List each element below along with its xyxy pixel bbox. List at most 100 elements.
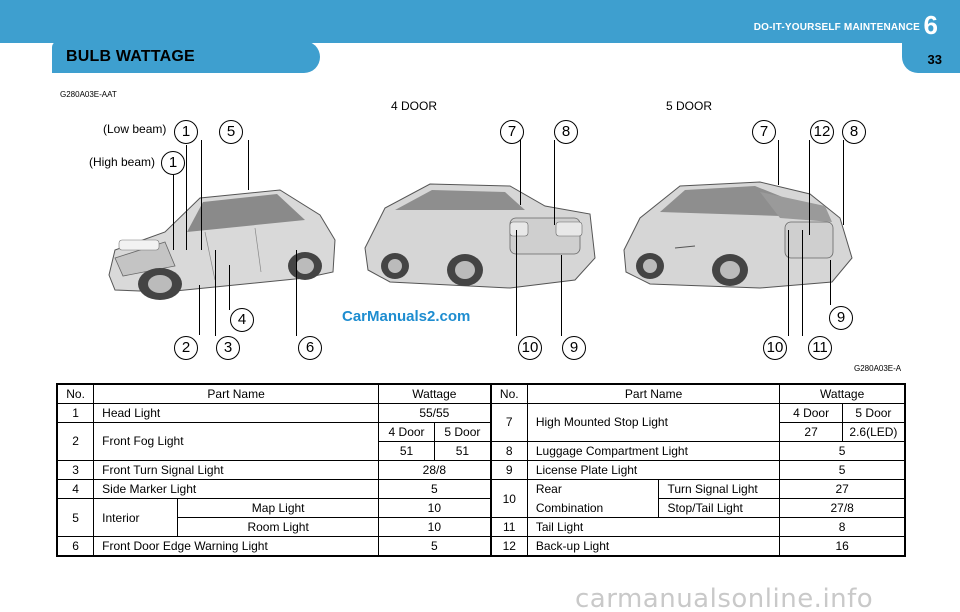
low-beam-label: (Low beam): [103, 122, 167, 136]
cell-wattage: 55/55: [377, 402, 492, 423]
callout-5: 5: [219, 120, 243, 144]
cell-wattage: 27/8: [779, 498, 906, 519]
cell-no: 12: [489, 536, 528, 557]
cell-part: Front Turn Signal Light: [93, 459, 379, 481]
callout-2: 2: [174, 336, 198, 360]
header-wattage: Wattage: [779, 383, 906, 404]
figure-code: G280A03E-A: [854, 364, 902, 373]
cell-wattage: 10: [377, 517, 492, 538]
cell-wattage: 10: [377, 498, 492, 519]
table-header-row: No. Part Name Wattage No. Part Name Watt…: [56, 383, 906, 404]
cell-sub-part: Map Light: [177, 498, 379, 519]
header-part: Part Name: [93, 383, 379, 404]
leader-line: [516, 230, 517, 336]
cell-wattage: 51: [377, 440, 436, 461]
table-row: 1 Head Light 55/55 7 High Mounted Stop L…: [56, 402, 906, 442]
cell-part: Front Door Edge Warning Light: [93, 536, 379, 557]
cell-part: Head Light: [93, 402, 379, 423]
table-row: 4 Side Marker Light 5 10 Rear Turn Signa…: [56, 479, 906, 519]
leader-line: [520, 140, 521, 205]
cell-no: 10: [489, 479, 528, 519]
chapter-number: 6: [923, 10, 938, 40]
leader-line: [229, 265, 230, 310]
four-door-car-illustration: [364, 183, 596, 289]
cell-part: Front Fog Light: [93, 421, 379, 461]
section-title: DO-IT-YOURSELF MAINTENANCE: [753, 22, 920, 33]
cell-wattage: 5: [779, 440, 906, 461]
cell-part: Tail Light: [526, 517, 781, 538]
five-door-car-illustration: [623, 181, 853, 289]
header-bar: [0, 0, 960, 43]
header-no: No.: [489, 383, 528, 404]
callout-12-5door: 12: [810, 120, 834, 144]
cell-no: 6: [56, 536, 95, 557]
cell-no: 3: [56, 459, 95, 481]
callout-8-5door: 8: [842, 120, 866, 144]
header-no: No.: [56, 383, 95, 404]
header-wattage: Wattage: [377, 383, 492, 404]
cell-sub-header: 4 Door: [779, 402, 843, 423]
cell-sub-header: 4 Door: [377, 421, 436, 442]
title-tab: BULB WATTAGE: [52, 41, 320, 73]
leader-line: [802, 230, 803, 336]
leader-line: [201, 140, 202, 250]
callout-1-low-beam: 1: [174, 120, 198, 144]
table-row: 51 51 8 Luggage Compartment Light 5: [57, 440, 906, 461]
leader-line: [186, 145, 187, 250]
table-row: 6 Front Door Edge Warning Light 5 12 Bac…: [56, 536, 906, 557]
cell-no: 9: [489, 459, 528, 481]
cell-wattage: 5: [377, 536, 492, 557]
page-number: 33: [927, 52, 942, 67]
leader-line: [215, 250, 216, 336]
cell-sub-part: Turn Signal Light: [658, 479, 781, 500]
doc-code: G280A03E-AAT: [60, 90, 117, 99]
cell-no: 11: [489, 517, 528, 538]
cell-wattage: 27: [779, 421, 843, 442]
leader-line: [296, 250, 297, 336]
cell-no: 7: [489, 402, 528, 442]
table-row: 5 Interior Map Light 10 Combination Stop…: [56, 498, 906, 538]
table-row: 3 Front Turn Signal Light 28/8 9 License…: [56, 459, 906, 481]
five-door-label: 5 DOOR: [666, 99, 713, 113]
page-title: BULB WATTAGE: [66, 48, 195, 65]
cell-no: 4: [56, 479, 95, 500]
callout-10-5door: 10: [763, 336, 787, 360]
cell-no: 1: [56, 402, 95, 423]
leader-line: [561, 255, 562, 336]
leader-line: [788, 230, 789, 336]
cell-wattage: 27: [779, 479, 906, 500]
cell-sub-header: 5 Door: [434, 421, 492, 442]
high-beam-label: (High beam): [89, 155, 156, 169]
cell-part: Luggage Compartment Light: [526, 440, 781, 461]
bulb-wattage-table: No. Part Name Wattage No. Part Name Watt…: [56, 383, 906, 557]
callout-7-4door: 7: [500, 120, 524, 144]
cell-wattage: 8: [779, 517, 906, 538]
leader-line: [843, 140, 844, 225]
cell-sub-part: Room Light: [177, 517, 379, 538]
callout-9-5door: 9: [829, 306, 853, 330]
cell-wattage: 2.6(LED): [841, 421, 906, 442]
page-tab: [902, 43, 960, 73]
cell-part: Side Marker Light: [93, 479, 379, 500]
cell-wattage: 28/8: [377, 459, 492, 481]
callout-9-4door: 9: [562, 336, 586, 360]
cell-wattage: 16: [779, 536, 906, 557]
leader-line: [809, 140, 810, 235]
callout-8-4door: 8: [554, 120, 578, 144]
cell-sub-part: Stop/Tail Light: [658, 498, 781, 519]
callout-11-5door: 11: [808, 336, 832, 360]
cell-no: 2: [56, 421, 95, 461]
cell-no: 8: [489, 440, 528, 461]
cell-part: Rear: [526, 479, 660, 499]
cell-part: Combination: [526, 498, 660, 519]
leader-line: [173, 175, 174, 250]
callout-3: 3: [216, 336, 240, 360]
callout-4: 4: [230, 308, 254, 332]
leader-line: [554, 140, 555, 225]
callout-7-5door: 7: [752, 120, 776, 144]
callout-10-4door: 10: [518, 336, 542, 360]
cell-wattage: 51: [434, 440, 492, 461]
four-door-label: 4 DOOR: [391, 99, 438, 113]
leader-line: [248, 140, 249, 190]
cell-part: High Mounted Stop Light: [526, 402, 781, 442]
